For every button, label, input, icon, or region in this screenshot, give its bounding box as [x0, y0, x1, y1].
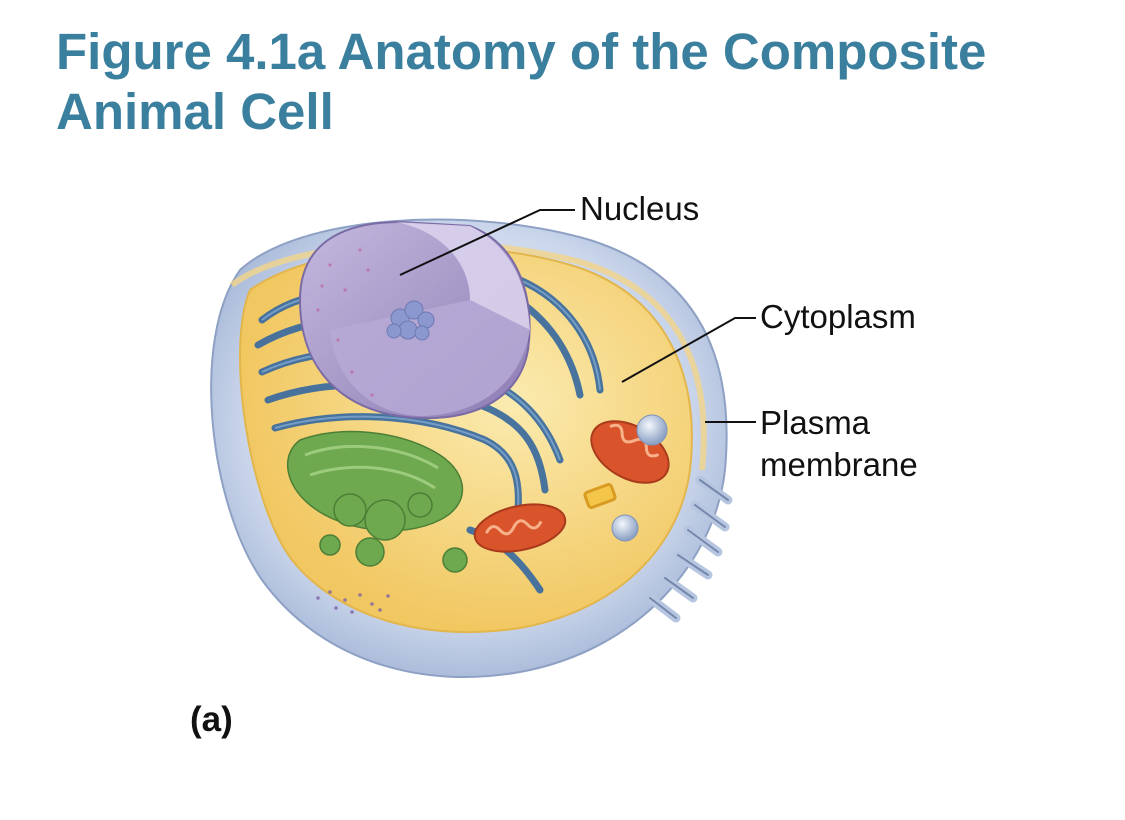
- plasma-membrane-label-line2: membrane: [760, 446, 918, 483]
- panel-label: (a): [190, 700, 233, 739]
- slide-title: Figure 4.1a Anatomy of the Composite Ani…: [56, 23, 987, 140]
- golgi-apparatus: [286, 430, 468, 573]
- cytoplasm-leader-line: [621, 317, 756, 383]
- granules: [316, 590, 390, 614]
- cytoplasm-label: Cytoplasm: [760, 298, 916, 335]
- nucleus-leader-line: [399, 209, 575, 276]
- nucleus-label: Nucleus: [580, 190, 700, 227]
- plasma-membrane-label-line1: Plasma: [760, 404, 871, 441]
- plasma-membrane-label: Plasma membrane: [760, 402, 918, 486]
- vesicles: [611, 414, 668, 542]
- leader-lines: [399, 209, 756, 423]
- centriole: [583, 483, 617, 509]
- mitochondrion-2: [473, 503, 567, 553]
- nucleolus-shape: [386, 300, 435, 341]
- nucleus-shape: [298, 220, 531, 420]
